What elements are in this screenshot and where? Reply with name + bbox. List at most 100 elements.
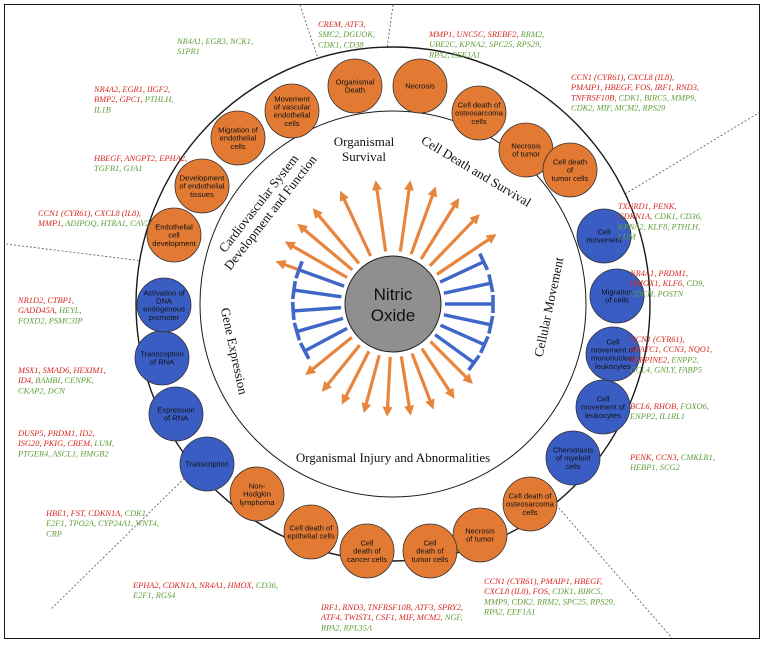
node-circle [146, 207, 202, 263]
node-label: cancer cells [347, 555, 387, 564]
gene-list: NR4A1, EGR3, NCK1,S1PR1 [176, 37, 253, 56]
downregulated-genes: RRM2, [520, 30, 545, 39]
node-label: Cell [606, 337, 619, 346]
node-label: lymphoma [239, 498, 275, 507]
node-label: Death [345, 86, 365, 95]
downregulated-genes: RPA2, EEF1A1 [483, 608, 535, 617]
node-label: endothelial [220, 134, 257, 143]
gene-list: HBEGF, ANGPT2, EPHA2,TGFB1, GJA1 [93, 154, 187, 173]
node-label: tumor cells [552, 174, 589, 183]
node-label: endothelial [274, 111, 311, 120]
gene-list-line: SERPINE2, ENPP2, [630, 355, 699, 364]
downregulated-genes: CRP [46, 529, 62, 538]
downregulated-genes: CDK1, [124, 509, 148, 518]
node-label: osteosarcoma [506, 500, 554, 509]
node-label: leukocytes [595, 362, 631, 371]
downregulated-genes: CDK1, BIRC5, MMP9, [618, 93, 696, 102]
upregulated-genes: EPHA2, CDKN1A, NR4A1, HMOX, [132, 581, 256, 590]
gene-list-line: NR4A1, PRDM1, [629, 269, 688, 278]
gene-list-line: PENK, CCN3, CMKLR1, [629, 453, 715, 462]
downregulated-genes: CDK1, BIRC5, [552, 587, 602, 596]
gene-list: MMP1, UNC5C, SREBF2, RRM2,UBE2C, KPNA2, … [428, 30, 544, 59]
gene-list-line: TXNRD1, PENK, [618, 202, 676, 211]
upregulated-genes: PENK, CCN3, [629, 453, 681, 462]
gene-list: IRF1, RND3, TNFRSF10B, ATF3, SPRY2,ATF4,… [320, 603, 463, 632]
downregulated-genes: ENPP2, IL1RL1 [629, 412, 685, 421]
activation-arrow [410, 352, 435, 410]
downregulated-genes: RPA2, EEF1A1 [428, 50, 480, 59]
activation-arrow [382, 356, 393, 417]
activation-arrow [419, 197, 460, 260]
downregulated-genes: NGF, [444, 613, 463, 622]
node-label: Cell [597, 228, 610, 237]
downregulated-genes: E2F1, RGS4 [132, 591, 175, 600]
inhibition-arrow-bar [487, 274, 495, 293]
upregulated-genes: MSX1, SMAD6, HEXIM1, [17, 366, 106, 375]
node-circle [179, 436, 235, 492]
gene-list: CCN1 (CYR61), CXCL8 (IL8),PMAIP1, HBEGF,… [570, 73, 699, 113]
node-label: tumor cells [412, 555, 449, 564]
gene-list-line: PTGER4, ASCL1, HMGB2 [17, 449, 109, 458]
node-label: movement of [581, 403, 626, 412]
gene-list-line: SMC2, DGUOK, [318, 30, 375, 39]
node-label: Necrosis [465, 527, 495, 536]
node-label: of [567, 166, 574, 175]
inhibition-arrow-bar [467, 354, 481, 372]
gene-list: CCN1 (CYR61), PMAIP1, HBEGF,CXCL8 (IL8),… [483, 577, 615, 617]
gene-list-line: MMP1, UNC5C, SREBF2, RRM2, [428, 30, 544, 39]
activation-arrow [361, 354, 381, 414]
node-label: Cell death of [458, 100, 502, 109]
gene-list-line: MMP9, CDK2, RRM2, SPC25, RPS29, [483, 597, 615, 606]
activation-arrow [339, 190, 373, 257]
gene-list-line: CCN1 (CYR61), [630, 335, 684, 344]
gene-list: HBE1, FST, CDKN1A, CDK1,E2F1, TPO2A, CYP… [45, 509, 159, 538]
node-label: of vascular [274, 103, 311, 112]
upregulated-genes: HMOX1, KLF6, [629, 279, 686, 288]
gene-list: DUSP5, PRDM1, ID2,ISG20, PKIG, CREM, LUM… [17, 429, 114, 458]
upregulated-genes: CCN1 (CYR61), PMAIP1, HBEGF, [484, 577, 602, 586]
upregulated-genes: NR4A2, EGR1, IIGF2, [93, 85, 170, 94]
activation-arrow [341, 350, 371, 405]
node-label: mononuclear [591, 354, 635, 363]
activation-arrow [429, 340, 473, 384]
node-label: leukocytes [585, 411, 621, 420]
downregulated-genes: BAMBI, CENPK, [35, 376, 93, 385]
gene-list: EPHA2, CDKN1A, NR4A1, HMOX, CD36,E2F1, R… [132, 581, 278, 600]
inhibition-arrow-shaft [298, 268, 345, 288]
downregulated-genes: LUM [617, 233, 637, 242]
node-label: endogenous [143, 305, 185, 314]
gene-list-line: TNFRSF10B, CDK1, BIRC5, MMP9, [571, 93, 696, 102]
gene-list-line: HBEGF, ANGPT2, EPHA2, [93, 154, 187, 163]
node-label: Transcription [140, 350, 184, 359]
node-label: Cell death [553, 157, 587, 166]
downregulated-genes: SMC2, DGUOK, [318, 30, 375, 39]
downregulated-genes: CMKLR1, [681, 453, 715, 462]
gene-lists: CREM, ATF3,SMC2, DGUOK,CDK1, CD38NR4A1, … [17, 20, 715, 632]
gene-list: CREM, ATF3,SMC2, DGUOK,CDK1, CD38 [318, 20, 375, 49]
effect-node: Necrosis [392, 58, 448, 114]
gene-list: CCN1 (CYR61), CXCL8 (IL8),MMP1, ADIPOQ, … [37, 209, 150, 228]
node-circle [576, 208, 632, 264]
downregulated-genes: ADIPOQ, HTRA1, CAV2 [64, 219, 149, 228]
node-circle [402, 523, 458, 579]
activation-arrow [312, 208, 361, 265]
gene-list-line: RPA2, RPL35A [320, 623, 373, 632]
gene-list: MSX1, SMAD6, HEXIM1,ID4, BAMBI, CENPK,CK… [17, 366, 106, 395]
node-label: of tumor [466, 535, 494, 544]
downregulated-genes: KPNA2, KLF8, PTHLH, [617, 222, 700, 231]
downregulated-genes: CD9, [686, 279, 704, 288]
gene-list-line: NR4A2, EGR1, IIGF2, [93, 85, 170, 94]
downregulated-genes: FOXD2, PSMC3IP [17, 316, 83, 325]
